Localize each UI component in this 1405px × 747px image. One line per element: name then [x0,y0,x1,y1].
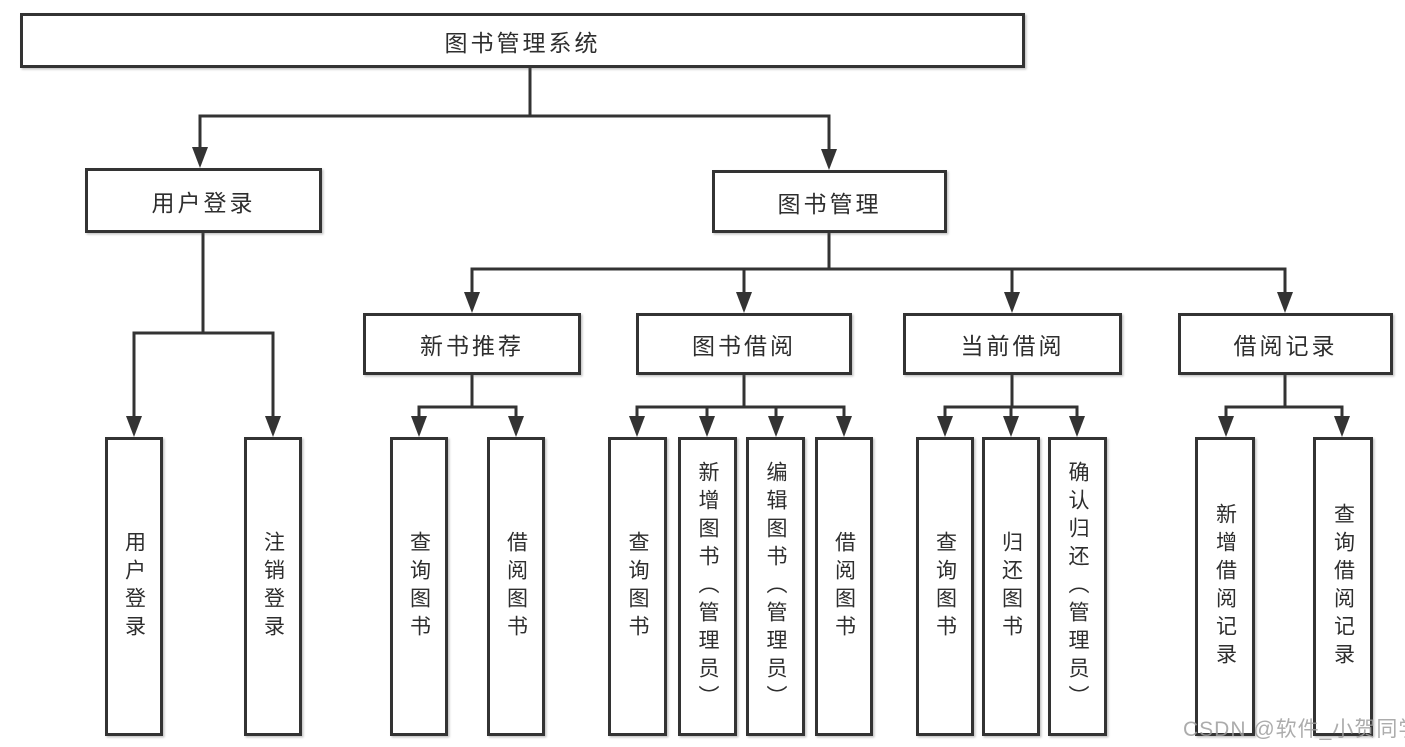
connector-userlogin-bar [132,331,275,418]
leaf-query-books-current: 查询图书 [916,437,974,736]
arrow-down-icon [1003,416,1019,437]
node-library-management-system: 图书管理系统 [20,13,1025,68]
leaf-user-login: 用户登录 [105,437,163,736]
node-label: 查询图书 [626,530,649,643]
node-label: 用户登录 [151,189,256,216]
arrow-down-icon [699,416,715,437]
node-label: 归还图书 [999,530,1023,643]
node-label: 借阅图书 [832,530,856,643]
node-label: 新增借阅记录 [1213,502,1237,671]
connector-level3-bar [470,267,1287,294]
node-label: 用户登录 [122,530,146,643]
arrow-down-icon [508,416,524,437]
arrow-down-icon [1004,292,1020,313]
leaf-return-books: 归还图书 [982,437,1040,736]
leaf-confirm-return-admin: 确认归还（管理员） [1048,437,1107,736]
arrow-down-icon [1218,416,1234,437]
leaf-logout: 注销登录 [244,437,302,736]
arrow-down-icon [836,416,852,437]
node-label: 新增图书（管理员） [696,460,719,713]
node-book-management: 图书管理 [712,170,947,233]
node-label: 当前借阅 [960,333,1065,359]
node-label: 图书借阅 [692,333,796,359]
node-label: 新书推荐 [420,333,524,359]
node-label: 编辑图书（管理员） [764,460,787,713]
node-book-borrowing: 图书借阅 [636,313,852,375]
node-label: 借阅记录 [1233,333,1338,359]
connector-records-bar [1224,405,1344,418]
arrow-down-icon [265,416,281,437]
node-label: 确认归还（管理员） [1066,460,1089,713]
node-label: 查询图书 [407,530,431,643]
node-current-borrowing: 当前借阅 [903,313,1122,375]
arrow-down-icon [126,416,142,437]
arrow-down-icon [821,149,837,170]
connector-level2-bar [198,114,831,152]
node-user-login: 用户登录 [85,168,322,233]
arrow-down-icon [411,416,427,437]
arrow-down-icon [1277,292,1293,313]
arrow-down-icon [768,416,784,437]
node-borrowing-records: 借阅记录 [1178,313,1393,375]
node-label: 图书管理系统 [444,29,601,56]
arrow-down-icon [736,292,752,313]
leaf-edit-books-admin: 编辑图书（管理员） [746,437,805,736]
arrow-down-icon [1334,416,1350,437]
leaf-add-borrow-record: 新增借阅记录 [1195,437,1255,736]
arrowheads [126,147,1350,437]
leaf-query-borrow-record: 查询借阅记录 [1313,437,1373,736]
node-new-book-recommendation: 新书推荐 [363,313,581,375]
arrow-down-icon [464,292,480,313]
arrow-down-icon [1069,416,1085,437]
leaf-add-books-admin: 新增图书（管理员） [678,437,737,736]
arrow-down-icon [937,416,953,437]
node-label: 注销登录 [261,530,285,643]
leaf-borrow-books: 借阅图书 [815,437,873,736]
leaf-query-books-recommend: 查询图书 [390,437,448,736]
node-label: 查询借阅记录 [1331,502,1355,671]
arrow-down-icon [629,416,645,437]
arrow-down-icon [192,147,208,168]
node-label: 图书管理 [777,190,882,217]
leaf-query-books-borrowing: 查询图书 [608,437,667,736]
connector-newbook-bar [417,405,518,418]
connector-borrowing-bar [635,405,846,418]
leaf-borrow-books-recommend: 借阅图书 [487,437,545,736]
node-label: 借阅图书 [504,530,528,643]
node-label: 查询图书 [933,530,957,643]
csdn-watermark: CSDN @软件_小贺同学 [1183,718,1405,741]
